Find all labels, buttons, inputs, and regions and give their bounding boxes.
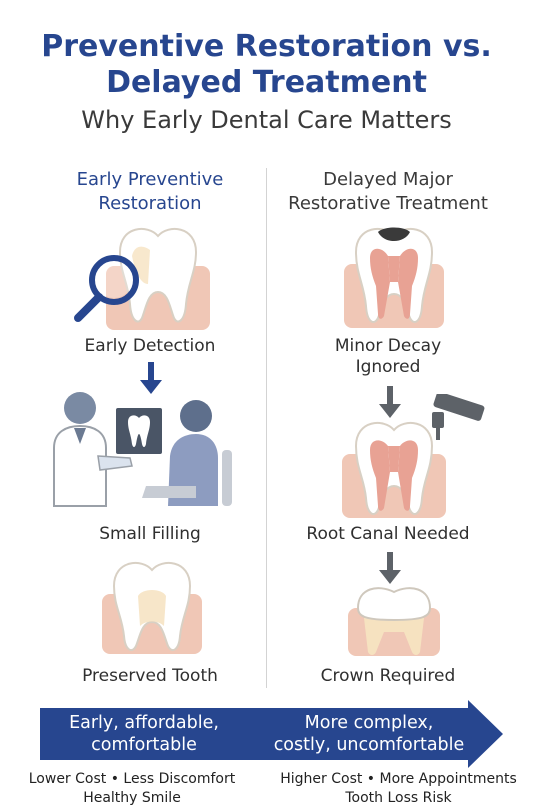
dental-chair — [222, 450, 232, 506]
banner-right-line2: costly, uncomfortable — [273, 735, 465, 755]
dentist-coat — [53, 424, 107, 507]
page-title-line1: Preventive Restoration vs. — [41, 29, 492, 64]
footer-right: Higher Cost • More Appointments Tooth Lo… — [264, 770, 533, 808]
tooth-shade — [132, 246, 150, 284]
footer-right-line2: Tooth Loss Risk — [345, 790, 452, 806]
tooth-pulp-left — [370, 440, 390, 511]
left-step-1-label: Early Detection — [84, 336, 216, 356]
footer-left-line1: Lower Cost • Less Discomfort — [28, 771, 236, 787]
dentist-head — [64, 392, 96, 424]
decay-spot — [378, 227, 410, 241]
right-step-1-label: Minor Decay Ignored — [270, 336, 506, 378]
right-column-heading: Delayed Major Restorative Treatment — [270, 168, 506, 216]
left-step-2-label: Small Filling — [99, 524, 201, 544]
down-arrow-icon — [379, 386, 401, 418]
patient-head — [180, 400, 212, 432]
tooth-pulp-left — [370, 248, 390, 319]
crown-tooth-icon — [348, 587, 440, 656]
left-heading-line1: Early Preventive — [76, 169, 224, 190]
down-arrow-icon — [140, 362, 162, 394]
magnifier-lens — [89, 255, 139, 305]
banner-left-line1: Early, affordable, — [69, 713, 219, 733]
root-canal-tooth-icon — [342, 422, 446, 518]
right-heading-line2: Restorative Treatment — [288, 193, 488, 214]
right-step-3-label: Crown Required — [320, 666, 456, 686]
left-heading-line2: Restoration — [98, 193, 202, 214]
magnifier-handle — [74, 293, 103, 322]
crown-cap — [356, 587, 432, 622]
progression-arrow-banner — [40, 700, 503, 768]
right-heading-line1: Delayed Major — [323, 169, 453, 190]
footer-right-line1: Higher Cost • More Appointments — [280, 771, 517, 787]
banner-right-line1: More complex, — [304, 713, 434, 733]
right-step-1-line1: Minor Decay — [334, 336, 442, 356]
tooth-root — [364, 618, 424, 655]
footer-left: Lower Cost • Less Discomfort Healthy Smi… — [0, 770, 264, 808]
column-divider — [266, 168, 267, 688]
decayed-tooth-icon — [344, 227, 444, 328]
preserved-tooth-icon — [102, 562, 202, 654]
banner-left-text: Early, affordable, comfortable — [44, 712, 244, 756]
tooth-pulp-right — [398, 248, 418, 319]
dental-drill-icon — [432, 394, 485, 440]
banner-right-text: More complex, costly, uncomfortable — [254, 712, 484, 756]
page-title-line2: Delayed Treatment — [106, 65, 427, 100]
tooth-magnifier-icon — [74, 228, 210, 330]
banner-left-line2: comfortable — [91, 735, 197, 755]
right-step-2-label: Root Canal Needed — [306, 524, 470, 544]
down-arrow-icon — [379, 552, 401, 584]
tooth-pulp-right — [398, 440, 418, 511]
xray-tooth — [128, 415, 150, 447]
dentist-patient-xray-icon — [53, 392, 232, 507]
left-column-heading: Early Preventive Restoration — [30, 168, 270, 216]
page-subtitle: Why Early Dental Care Matters — [81, 106, 452, 134]
footer-left-line2: Healthy Smile — [83, 790, 181, 806]
tooth-shade — [138, 590, 166, 626]
left-step-3-label: Preserved Tooth — [82, 666, 218, 686]
right-step-1-line2: Ignored — [355, 357, 421, 377]
